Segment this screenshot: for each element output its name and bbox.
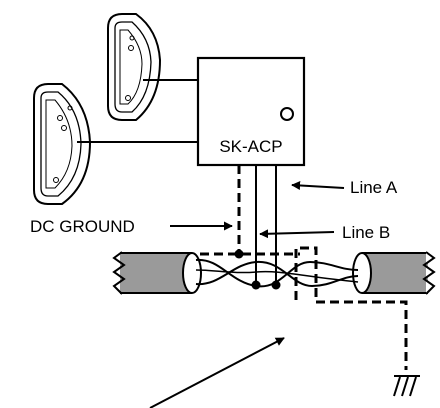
dc-ground-label: DC GROUND: [30, 217, 135, 236]
junction-dot: [271, 280, 281, 290]
door-contact-icon: [107, 13, 162, 121]
line-b-label: Line B: [342, 223, 390, 242]
arrow-icon: [259, 229, 335, 239]
junction-dot: [251, 280, 261, 290]
module-label: SK-ACP: [219, 137, 282, 156]
cable-left: [112, 251, 202, 295]
arrow-icon: [149, 337, 285, 408]
arrow-icon: [291, 180, 345, 190]
door-contact-icon: [33, 83, 92, 205]
shield-drain-wire: [200, 246, 408, 370]
indicator-icon: [280, 107, 294, 121]
earth-ground-icon: [393, 375, 420, 397]
junction-dot: [234, 249, 244, 259]
sk-acp-module: SK-ACP: [196, 56, 306, 167]
twisted-pair: [195, 258, 359, 288]
cable-right: [352, 251, 436, 295]
line-a-label: Line A: [350, 178, 398, 197]
